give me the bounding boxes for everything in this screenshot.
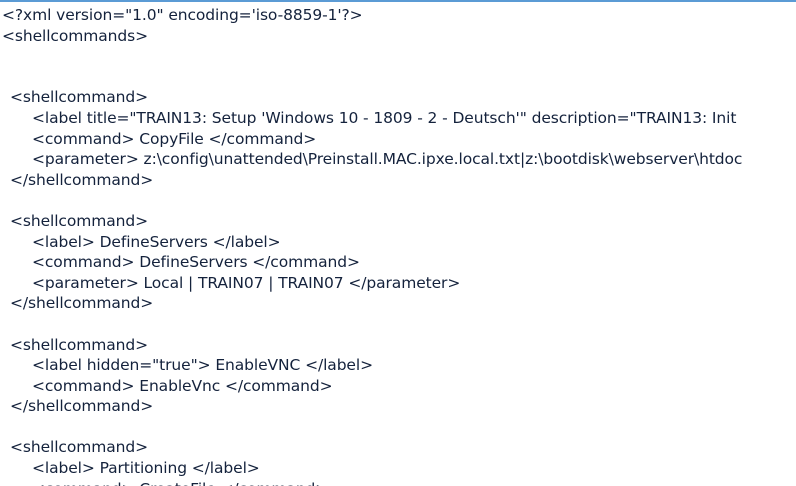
code-line: <command> DefineServers </command> — [32, 253, 360, 272]
code-line: <shellcommand> — [10, 211, 148, 230]
code-line: <?xml version="1.0" encoding='iso-8859-1… — [2, 6, 363, 24]
xml-code-content[interactable]: <?xml version="1.0" encoding='iso-8859-1… — [0, 5, 796, 486]
code-line: <command> CopyFile </command> — [32, 129, 317, 148]
code-line: <label> DefineServers </label> — [32, 232, 281, 251]
code-line-blank — [0, 46, 796, 67]
code-line: <shellcommand> — [10, 438, 148, 457]
code-line-blank — [0, 190, 796, 211]
code-line: <shellcommand> — [10, 335, 148, 354]
code-line: <command> EnableVnc </command> — [32, 376, 333, 395]
code-line-blank — [0, 314, 796, 335]
code-line: <label title="TRAIN13: Setup 'Windows 10… — [32, 108, 737, 127]
code-line: </shellcommand> — [10, 170, 154, 189]
code-line: <label> Partitioning </label> — [32, 459, 260, 478]
code-line: <shellcommands> — [2, 26, 148, 45]
code-line-blank — [0, 417, 796, 438]
top-accent-rule — [0, 0, 796, 2]
code-line: <parameter> z:\config\unattended\Preinst… — [32, 150, 743, 169]
code-line: <parameter> Local | TRAIN07 | TRAIN07 </… — [32, 273, 461, 292]
code-line: <label hidden="true"> EnableVNC </label> — [32, 356, 373, 375]
code-line: <command> CreateFile </command> — [0, 479, 796, 486]
code-line: </shellcommand> — [10, 294, 154, 313]
code-line: </shellcommand> — [10, 397, 154, 416]
code-line: <shellcommand> — [10, 88, 148, 107]
code-line-blank — [0, 67, 796, 88]
